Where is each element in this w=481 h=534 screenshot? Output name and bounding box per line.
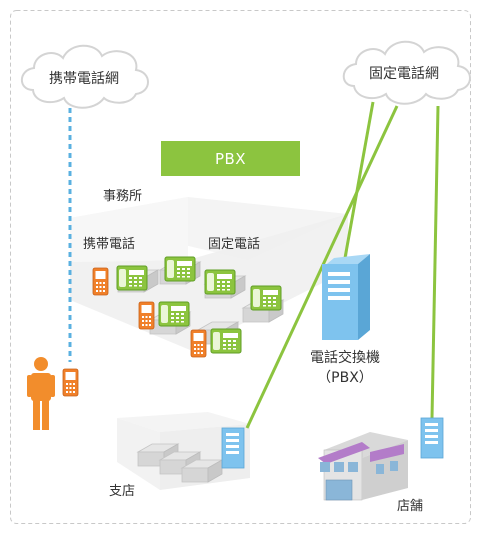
desk-phone-icon: [164, 256, 196, 282]
pbx-server-icon: [322, 254, 370, 340]
person-icon: [27, 357, 55, 430]
frame-border: [10, 10, 471, 524]
store-label: 店舗: [397, 499, 424, 514]
exchange-label-line1: 電話交換機: [310, 350, 380, 366]
office-label: 事務所: [103, 189, 143, 204]
branch-label: 支店: [109, 484, 136, 499]
exchange-label-line2: （PBX）: [317, 370, 373, 386]
mobile-phone-icon: [138, 301, 155, 330]
branch-server-icon: [221, 427, 245, 469]
desk-phone-icon: [210, 328, 242, 354]
cloud-mobile-label: 携帯電話網: [49, 71, 119, 87]
mobile-phone-icon: [92, 267, 109, 296]
cloud-mobile-network: [20, 44, 149, 109]
fixed-phones-label: 固定電話: [208, 237, 261, 252]
mobile-phone-icon: [190, 329, 207, 358]
store-building-icon: [318, 432, 408, 501]
desk-phone-icon: [250, 285, 282, 311]
desk-phone-icon: [158, 301, 190, 327]
cloud-fixed-label: 固定電話網: [369, 66, 439, 82]
person-mobile-icon: [62, 368, 79, 397]
desk-phone-icon: [204, 269, 236, 295]
desk-phone-icon: [116, 265, 148, 291]
mobile-phones-label: 携帯電話: [83, 237, 136, 252]
cloud-fixed-network: [342, 40, 471, 105]
pbx-banner: PBX: [161, 141, 300, 176]
store-server-icon: [420, 417, 444, 459]
